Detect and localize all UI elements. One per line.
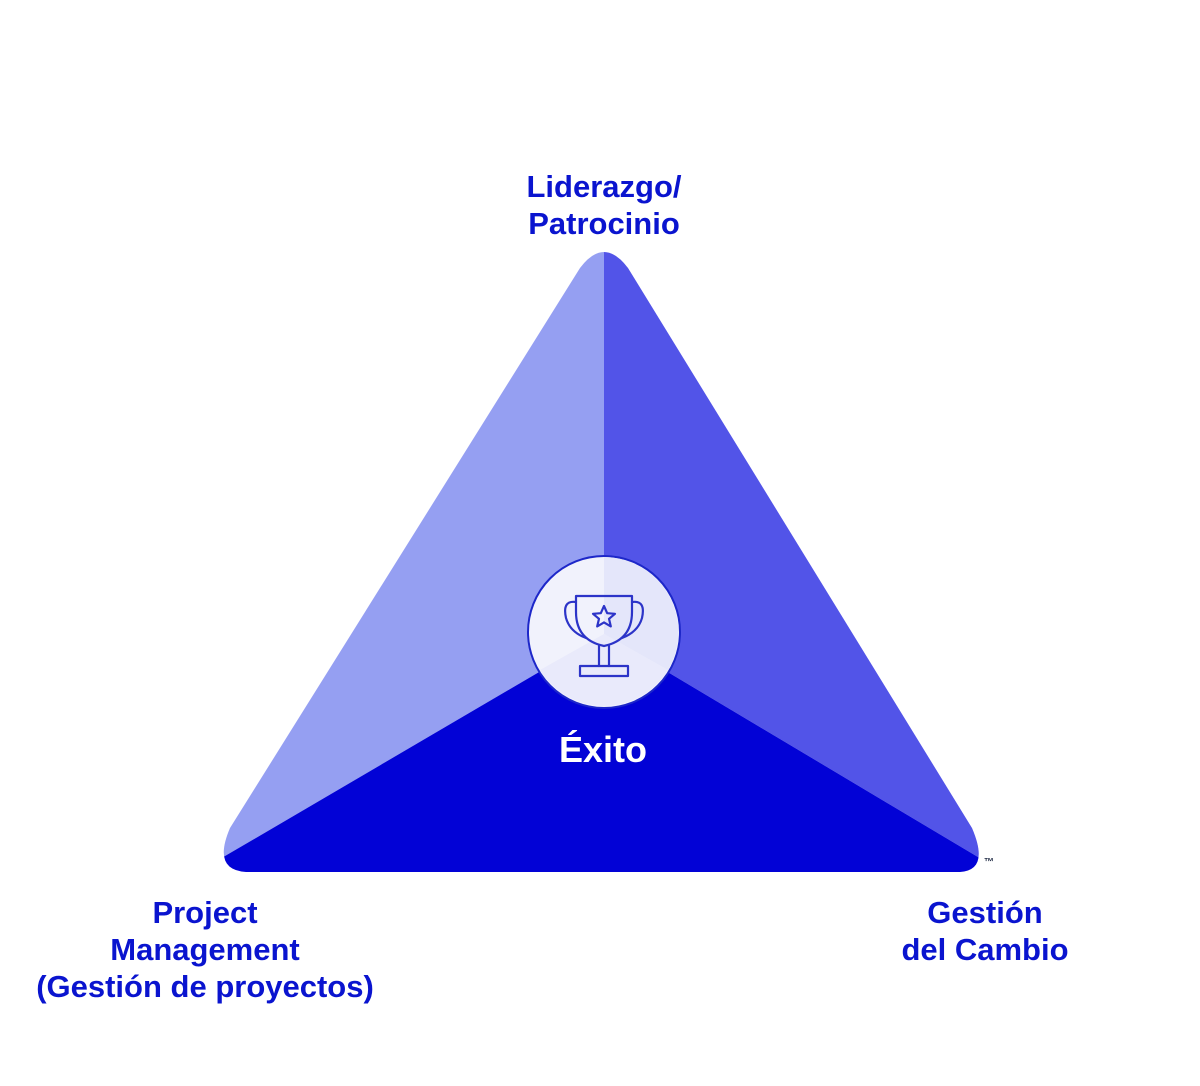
- label-leadership-line-1: Liderazgo/: [526, 169, 682, 204]
- label-project-line-3: (Gestión de proyectos): [36, 969, 374, 1004]
- center-badge: [527, 555, 681, 709]
- bottom-segment: [223, 634, 979, 872]
- label-leadership-sponsorship: Liderazgo/ Patrocinio: [454, 168, 754, 242]
- trademark-mark: ™: [984, 857, 994, 868]
- label-project-line-2: Management: [110, 932, 300, 967]
- label-project-management: Project Management (Gestión de proyectos…: [5, 894, 405, 1005]
- label-change-line-2: del Cambio: [901, 932, 1069, 967]
- label-success: Éxito: [558, 729, 647, 770]
- trophy-star-icon: [564, 594, 644, 678]
- label-project-line-1: Project: [152, 895, 258, 930]
- label-change-management: Gestión del Cambio: [835, 894, 1135, 968]
- label-change-line-1: Gestión: [927, 895, 1043, 930]
- label-leadership-line-2: Patrocinio: [528, 206, 680, 241]
